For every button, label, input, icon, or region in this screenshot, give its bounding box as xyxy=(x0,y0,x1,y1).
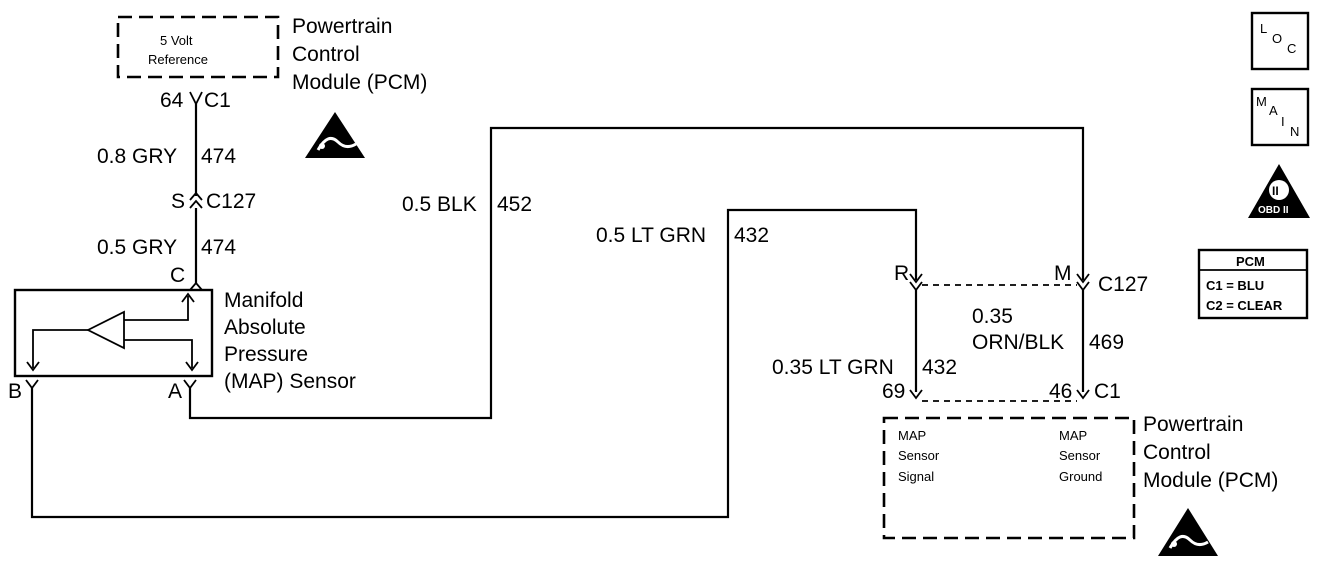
sensor-body xyxy=(13,288,214,378)
sensor-pin-a: A xyxy=(168,380,182,403)
sensor-amplifier-icon xyxy=(85,310,125,350)
main-letter-a: A xyxy=(1269,103,1278,118)
pcm-top-terminal-icon xyxy=(189,91,203,107)
pcm-bottom-connector: C1 xyxy=(1094,380,1121,403)
c127-right-pin-r: R xyxy=(894,262,909,285)
sensor-pin-b-icon xyxy=(25,379,39,390)
c127-left-socket-icon xyxy=(189,191,203,201)
pcm-bottom-pin-ground: 46 xyxy=(1049,380,1072,403)
pcm-top-connector: C1 xyxy=(204,89,231,112)
pcm-bottom-title-line1: Powertrain xyxy=(1143,413,1243,436)
pcm-bottom-title-line3: Module (PCM) xyxy=(1143,469,1278,492)
sensor-pin-c: C xyxy=(170,264,185,287)
pcm-bottom-ground-line3: Ground xyxy=(1059,469,1102,484)
wire-orn-blk-circuit: 469 xyxy=(1089,331,1124,354)
pcm-bottom-signal-line1: MAP xyxy=(898,428,926,443)
pcm-bottom-signal-line3: Signal xyxy=(898,469,934,484)
wire-gry-upper-size-color: 0.8 GRY xyxy=(97,145,177,168)
pcm-bottom: 69 46 C1 MAP Sensor Signal MAP Sensor Gr… xyxy=(882,380,1278,556)
connector-c127-left: S C127 xyxy=(171,190,256,213)
esd-warning-icon-top xyxy=(305,112,365,158)
c127-left-name: C127 xyxy=(206,190,256,213)
loc-letter-l: L xyxy=(1260,21,1267,36)
pcm-bottom-signal-terminal-icon xyxy=(909,389,923,400)
obd-numeral: II xyxy=(1272,184,1279,198)
pcm-top-pin: 64 xyxy=(160,89,184,112)
main-letter-m: M xyxy=(1256,94,1267,109)
pcm-bottom-dashed-box xyxy=(882,416,1136,540)
location-icon: L O C xyxy=(1250,11,1310,71)
c127-right-name: C127 xyxy=(1098,273,1148,296)
pcm-top-ref-line1: 5 Volt xyxy=(160,33,193,48)
sensor-name-line2: Absolute xyxy=(224,316,306,339)
sensor-name-line4: (MAP) Sensor xyxy=(224,370,356,393)
obd-ii-icon: II OBD II xyxy=(1248,164,1310,218)
pcm-bottom-ground-terminal-icon xyxy=(1076,389,1090,400)
main-icon: M A I N xyxy=(1250,87,1310,147)
c127-right-r-socket-icon xyxy=(909,273,923,284)
sensor-pin-b: B xyxy=(8,380,22,403)
pcm-top-title-line2: Control xyxy=(292,43,360,66)
pcm-legend: PCM C1 = BLU C2 = CLEAR xyxy=(1197,248,1309,320)
wire-orn-blk-size: 0.35 xyxy=(972,305,1013,328)
esd-warning-icon-bottom xyxy=(1158,508,1218,556)
pcm-bottom-signal-line2: Sensor xyxy=(898,448,940,463)
pcm-bottom-title-line2: Control xyxy=(1143,441,1211,464)
obd-text: OBD II xyxy=(1258,205,1289,216)
sensor-pin-a-icon xyxy=(183,379,197,390)
pcm-bottom-ground-line1: MAP xyxy=(1059,428,1087,443)
main-letter-i: I xyxy=(1281,114,1285,129)
c127-right-pin-m: M xyxy=(1054,262,1072,285)
wire-orn-blk-color: ORN/BLK xyxy=(972,331,1064,354)
connector-c127-right: R M C127 xyxy=(894,262,1148,296)
wire-gry-lower-circuit: 474 xyxy=(201,236,236,259)
sensor-pin-c-icon xyxy=(189,281,203,291)
wire-lt-grn-lower-circuit: 432 xyxy=(922,356,957,379)
wire-blk xyxy=(188,126,1085,420)
wire-lt-grn-lower-size-color: 0.35 LT GRN xyxy=(772,356,894,379)
sensor-name-line3: Pressure xyxy=(224,343,308,366)
wire-lt-grn-upper-size-color: 0.5 LT GRN xyxy=(596,224,706,247)
pcm-legend-title: PCM xyxy=(1236,254,1265,269)
c127-right-m-socket-icon xyxy=(1076,273,1090,284)
pcm-bottom-pin-signal: 69 xyxy=(882,380,905,403)
wire-blk-size-color: 0.5 BLK xyxy=(402,193,477,216)
c127-left-pin: S xyxy=(171,190,185,213)
pcm-top: 5 Volt Reference Powertrain Control Modu… xyxy=(116,15,427,158)
c127-left-pin-icon xyxy=(189,199,203,209)
pcm-top-ref-line2: Reference xyxy=(148,52,208,67)
map-sensor: C Manifold Absolute Pressure (MAP) Senso… xyxy=(8,264,356,403)
wire-gry-upper-circuit: 474 xyxy=(201,145,236,168)
main-letter-n: N xyxy=(1290,124,1299,139)
pcm-top-title-line1: Powertrain xyxy=(292,15,392,38)
loc-letter-c: C xyxy=(1287,41,1296,56)
wire-lt-grn xyxy=(30,208,918,519)
loc-letter-o: O xyxy=(1272,31,1282,46)
wire-gry-lower-size-color: 0.5 GRY xyxy=(97,236,177,259)
sensor-name-line1: Manifold xyxy=(224,289,303,312)
pcm-top-dashed-box xyxy=(116,15,280,79)
wire-blk-circuit: 452 xyxy=(497,193,532,216)
pcm-top-title-line3: Module (PCM) xyxy=(292,71,427,94)
pcm-bottom-ground-line2: Sensor xyxy=(1059,448,1101,463)
pcm-legend-c2: C2 = CLEAR xyxy=(1206,298,1283,313)
wire-lt-grn-upper-circuit: 432 xyxy=(734,224,769,247)
pcm-legend-c1: C1 = BLU xyxy=(1206,278,1264,293)
